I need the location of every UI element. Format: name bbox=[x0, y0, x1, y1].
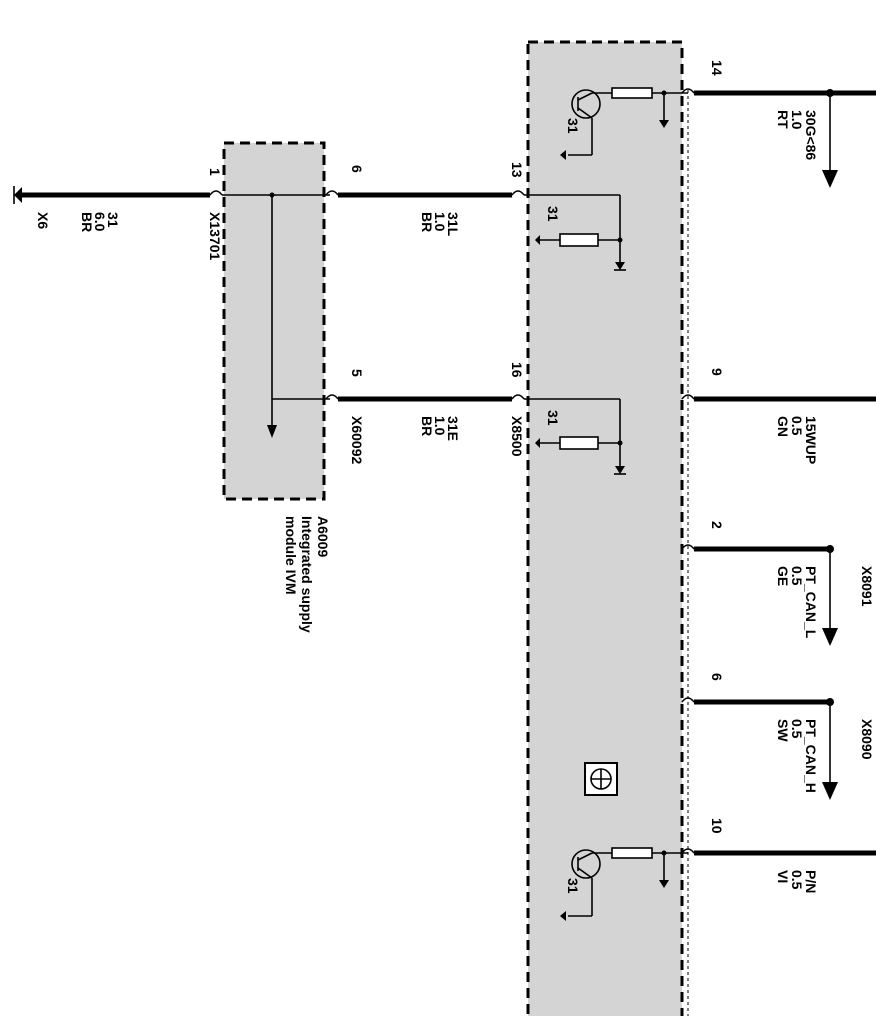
label-31e-color: BR bbox=[419, 416, 435, 436]
label-pin-13: 13 bbox=[509, 162, 525, 178]
label-ground-31-c: 31 bbox=[545, 410, 561, 426]
connector-hook-6 bbox=[325, 190, 339, 196]
connector-hook-13 bbox=[511, 190, 525, 196]
label-pin-9: 9 bbox=[709, 368, 725, 376]
label-module-id: A6009 bbox=[315, 516, 331, 557]
label-31e-cross-section: 1.0 bbox=[432, 416, 448, 436]
ivm-arrow-icon bbox=[267, 425, 277, 438]
label-31l-cross-section: 1.0 bbox=[432, 212, 448, 232]
label-x6-connector: X6 bbox=[35, 212, 51, 229]
resistor-icon bbox=[559, 436, 599, 450]
label-pt-can-h-cross-section: 0.5 bbox=[789, 719, 805, 739]
label-31l-color: BR bbox=[419, 212, 435, 232]
resistor-icon bbox=[611, 87, 653, 99]
label-pt-can-h-color: SW bbox=[775, 719, 791, 742]
label-pn-terminal: P/N bbox=[803, 870, 819, 893]
label-x13701: X13701 bbox=[207, 212, 223, 260]
resistor-icon bbox=[611, 847, 653, 859]
label-pin-16: 16 bbox=[509, 362, 525, 378]
label-pt-can-l-color: GE bbox=[775, 566, 791, 586]
label-ground-31-a: 31 bbox=[565, 118, 581, 134]
label-31l-terminal: 31L bbox=[445, 212, 461, 237]
label-module-line2: module IVM bbox=[283, 516, 299, 595]
label-pt-can-l-terminal: PT_CAN_L bbox=[803, 566, 819, 639]
label-pin-14: 14 bbox=[709, 60, 725, 76]
connector-hook-9 bbox=[681, 394, 695, 400]
resistor-circuit-13 bbox=[524, 194, 626, 271]
label-x6-cross-section: 6.0 bbox=[92, 212, 108, 232]
label-15wup-color: GN bbox=[775, 416, 791, 437]
ground-arrow-icon bbox=[14, 187, 22, 203]
label-30g-cross-section: 1.0 bbox=[789, 110, 805, 130]
transistor-circuit-14 bbox=[560, 87, 688, 160]
label-ground-31-d: 31 bbox=[565, 878, 581, 894]
label-15wup-terminal: 15WUP bbox=[803, 416, 819, 464]
connector-hook-14 bbox=[681, 88, 695, 94]
ivm-module-box bbox=[222, 141, 326, 501]
label-pin-2: 2 bbox=[709, 521, 725, 529]
transistor-icon bbox=[571, 89, 601, 119]
label-x6-terminal: 31 bbox=[105, 212, 121, 228]
connector-hook-16 bbox=[511, 394, 525, 400]
label-x8090: X8090 bbox=[859, 719, 875, 760]
control-unit-box bbox=[526, 40, 684, 1016]
label-pin-6: 6 bbox=[349, 165, 365, 173]
label-15wup-cross-section: 0.5 bbox=[789, 416, 805, 436]
label-pt-can-l-cross-section: 0.5 bbox=[789, 566, 805, 586]
label-x8091: X8091 bbox=[859, 566, 875, 607]
connector-hook-2 bbox=[681, 544, 695, 550]
label-pin-10: 10 bbox=[709, 818, 725, 834]
label-ground-31-b: 31 bbox=[545, 206, 561, 222]
connector-hook-5 bbox=[325, 394, 339, 400]
arrow-down-icon bbox=[822, 170, 838, 188]
label-30g-terminal: 30G<86 bbox=[803, 110, 819, 160]
connector-hook-6b bbox=[681, 697, 695, 703]
resistor-icon bbox=[559, 233, 599, 247]
arrow-down-icon bbox=[822, 628, 838, 646]
transistor-icon bbox=[571, 849, 601, 879]
label-x8500: X8500 bbox=[509, 416, 525, 457]
label-pt-can-h-terminal: PT_CAN_H bbox=[803, 719, 819, 793]
connector-hook-10 bbox=[681, 848, 695, 854]
resistor-circuit-16 bbox=[524, 398, 626, 475]
connector-hook-x13701 bbox=[209, 190, 223, 196]
label-module-line1: Integrated supply bbox=[299, 516, 315, 633]
label-x6-color: BR bbox=[79, 212, 95, 232]
label-31e-terminal: 31E bbox=[445, 416, 461, 441]
label-pin-6b: 6 bbox=[709, 673, 725, 681]
label-pn-color: VI bbox=[775, 870, 791, 883]
label-pin-5: 5 bbox=[349, 369, 365, 377]
arrow-down-icon bbox=[822, 782, 838, 800]
label-pn-cross-section: 0.5 bbox=[789, 870, 805, 890]
label-30g-color: RT bbox=[775, 110, 791, 129]
label-x60092: X60092 bbox=[349, 416, 365, 464]
label-pin-1: 1 bbox=[207, 168, 223, 176]
